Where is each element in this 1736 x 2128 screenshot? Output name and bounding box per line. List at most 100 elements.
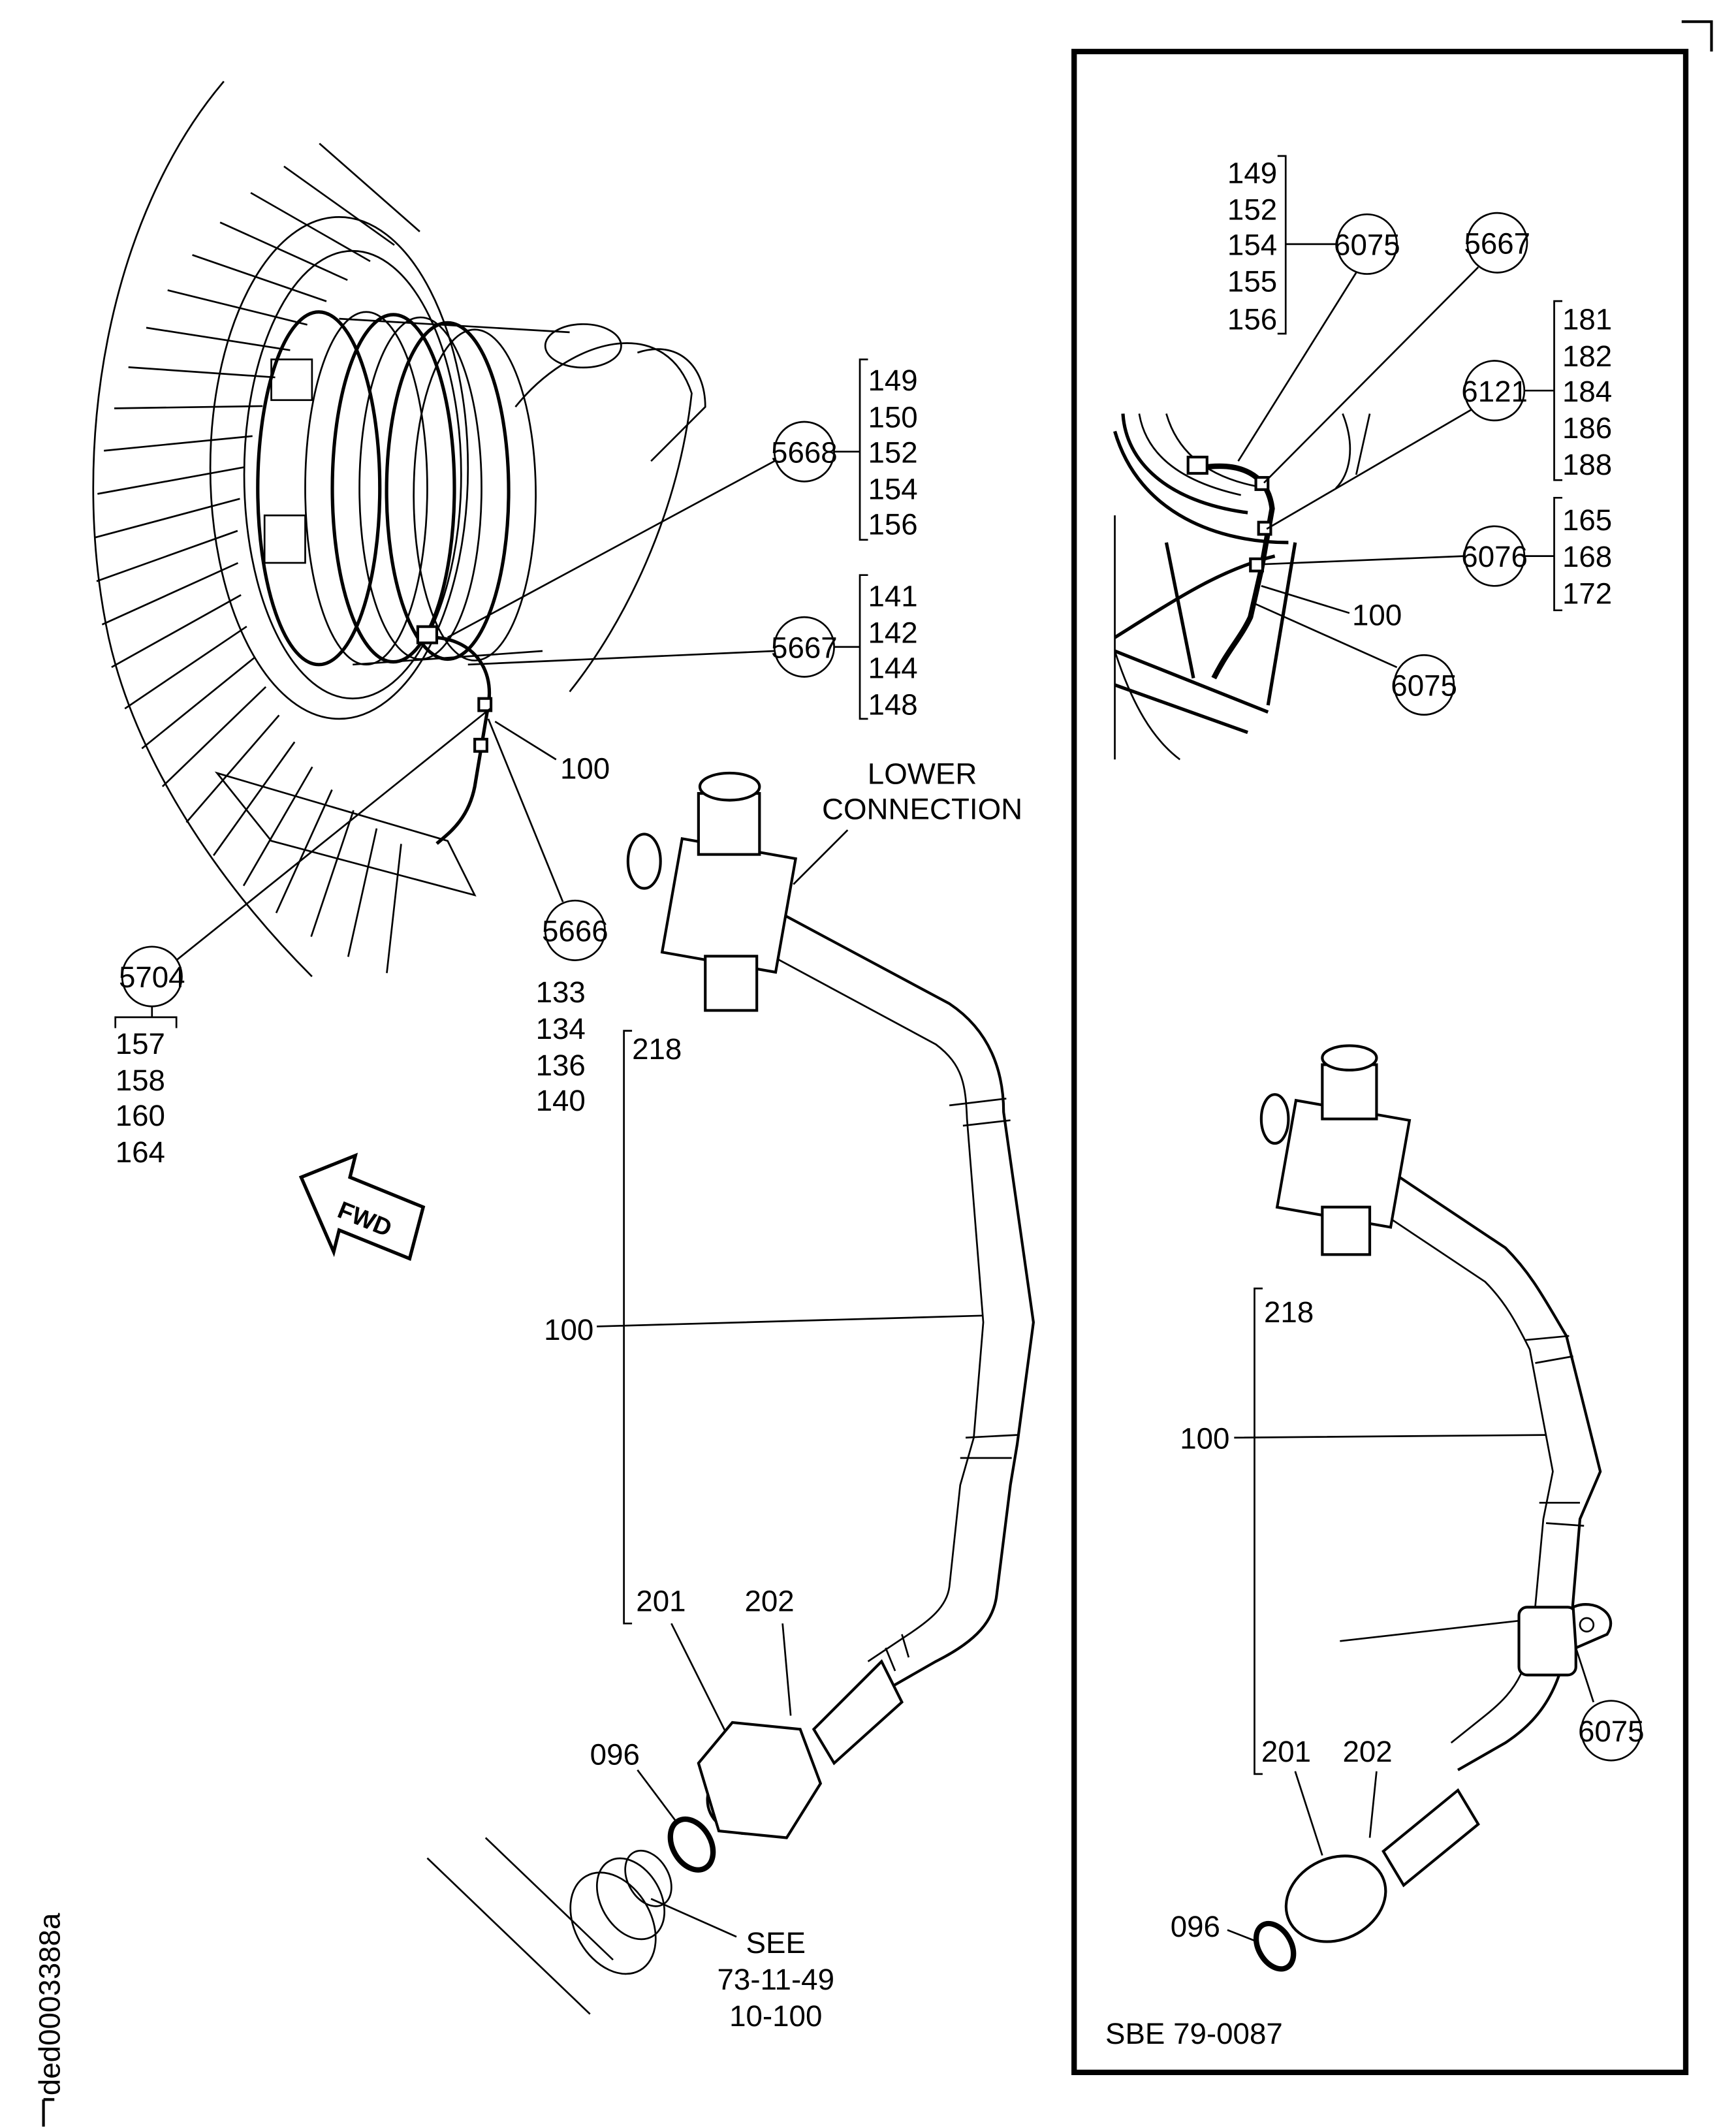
- inset-callout-6075-upper: 6075 149 152 154 155 156: [1227, 155, 1400, 462]
- fan-blade: [192, 254, 327, 302]
- fan-blade: [212, 741, 296, 856]
- svg-text:134: 134: [536, 1012, 586, 1045]
- svg-text:096: 096: [590, 1738, 640, 1771]
- inset-tube-drawing: [1253, 1044, 1613, 1972]
- svg-text:201: 201: [1261, 1735, 1311, 1768]
- engine-fan-drawing: [92, 80, 420, 977]
- svg-text:LOWER: LOWER: [868, 757, 977, 791]
- fan-blade: [386, 844, 402, 974]
- svg-text:10-100: 10-100: [729, 1999, 822, 2033]
- svg-text:5704: 5704: [119, 961, 185, 994]
- inset-frame: [1071, 48, 1689, 2075]
- fan-blade: [319, 142, 420, 232]
- svg-text:165: 165: [1562, 503, 1612, 537]
- callout-5666: 5666 133 134 136 140: [487, 718, 608, 1117]
- fan-blade: [347, 828, 378, 957]
- port-fitting: [426, 1837, 672, 2015]
- svg-text:140: 140: [536, 1084, 586, 1117]
- callout-5667: 5667 141 142 144 148: [467, 574, 918, 722]
- svg-text:5668: 5668: [771, 436, 838, 469]
- svg-text:CONNECTION: CONNECTION: [822, 793, 1022, 826]
- svg-text:6075: 6075: [1391, 669, 1457, 703]
- fan-blade: [128, 366, 276, 379]
- engine-core-drawing: [209, 215, 706, 897]
- tee-fitting: [626, 771, 798, 1012]
- svg-text:188: 188: [1562, 448, 1612, 481]
- corner-mark: [1681, 20, 1713, 52]
- svg-text:184: 184: [1562, 375, 1612, 408]
- svg-text:202: 202: [744, 1585, 794, 1618]
- fan-blade: [95, 498, 240, 539]
- service-bulletin-label: SBE 79-0087: [1105, 2017, 1283, 2050]
- fan-blade: [124, 626, 247, 710]
- fan-blade: [250, 192, 371, 262]
- svg-text:6076: 6076: [1461, 540, 1528, 573]
- fan-blade: [96, 530, 238, 582]
- fan-blade: [275, 789, 333, 913]
- svg-text:152: 152: [868, 436, 918, 469]
- svg-text:133: 133: [536, 976, 586, 1009]
- fan-blade: [283, 165, 395, 246]
- inset-labels: 218 100 6075 201 202 096 SBE 79-0087: [1105, 1287, 1645, 2050]
- main-labels: 100 LOWER CONNECTION 218 100 201 202 096…: [494, 720, 1022, 2033]
- svg-text:100: 100: [1180, 1421, 1229, 1455]
- svg-text:156: 156: [1227, 303, 1277, 336]
- svg-text:136: 136: [536, 1049, 586, 1082]
- svg-text:100: 100: [560, 752, 610, 785]
- svg-text:154: 154: [868, 472, 918, 505]
- svg-text:149: 149: [1227, 156, 1277, 189]
- fan-blade: [310, 810, 355, 937]
- svg-text:160: 160: [116, 1099, 165, 1132]
- svg-text:149: 149: [868, 364, 918, 397]
- fan-blade: [111, 594, 242, 668]
- fan-blade: [141, 656, 256, 750]
- fan-blade: [97, 466, 245, 495]
- svg-text:154: 154: [1227, 228, 1277, 261]
- svg-text:144: 144: [868, 652, 918, 685]
- svg-text:150: 150: [868, 400, 918, 434]
- fan-outer-edge: [92, 80, 313, 977]
- svg-text:164: 164: [116, 1135, 165, 1169]
- fan-blade: [219, 221, 348, 281]
- fwd-label: FWD: [334, 1196, 396, 1242]
- svg-text:186: 186: [1562, 411, 1612, 445]
- callout-5704: 5704 157 158 160 164: [114, 707, 492, 1169]
- svg-text:5667: 5667: [771, 631, 838, 664]
- svg-text:182: 182: [1562, 340, 1612, 373]
- svg-text:168: 168: [1562, 540, 1612, 573]
- fan-blade: [104, 435, 253, 452]
- fan-blade: [242, 766, 313, 887]
- svg-text:148: 148: [868, 688, 918, 722]
- svg-text:201: 201: [636, 1585, 686, 1618]
- svg-text:181: 181: [1562, 303, 1612, 336]
- fan-blade: [161, 686, 267, 787]
- fan-blade: [167, 289, 308, 326]
- svg-text:6121: 6121: [1461, 375, 1528, 408]
- lower-connection-tube: [426, 771, 1035, 2015]
- svg-text:5666: 5666: [542, 915, 608, 948]
- b-nut: [697, 1721, 823, 1839]
- drawing-id: ded0003388a: [33, 1913, 67, 2095]
- svg-text:73-11-49: 73-11-49: [718, 1963, 835, 1996]
- inset-callout-5667: 5667: [1263, 212, 1530, 484]
- callout-5668: 5668 149 150 152 154 156: [447, 358, 918, 639]
- inset-callout-6075-lower: 6075 100: [1254, 585, 1457, 716]
- svg-text:218: 218: [1264, 1295, 1314, 1329]
- svg-text:218: 218: [632, 1032, 682, 1066]
- svg-text:172: 172: [1562, 577, 1612, 610]
- inset-callout-6121: 6121 181 182 184 186 188: [1266, 300, 1612, 530]
- svg-text:202: 202: [1342, 1735, 1392, 1768]
- svg-text:142: 142: [868, 616, 918, 650]
- fan-blade: [114, 405, 263, 409]
- fan-blade: [185, 714, 280, 823]
- svg-text:SEE: SEE: [746, 1926, 806, 1960]
- svg-text:155: 155: [1227, 265, 1277, 298]
- svg-text:096: 096: [1171, 1910, 1220, 1943]
- inset-callout-6076: 6076 165 168 172: [1263, 496, 1612, 612]
- svg-text:100: 100: [544, 1313, 593, 1346]
- svg-text:6075: 6075: [1578, 1715, 1645, 1748]
- svg-text:157: 157: [116, 1027, 165, 1060]
- svg-text:156: 156: [868, 507, 918, 541]
- forward-direction-arrow: FWD: [298, 1152, 426, 1262]
